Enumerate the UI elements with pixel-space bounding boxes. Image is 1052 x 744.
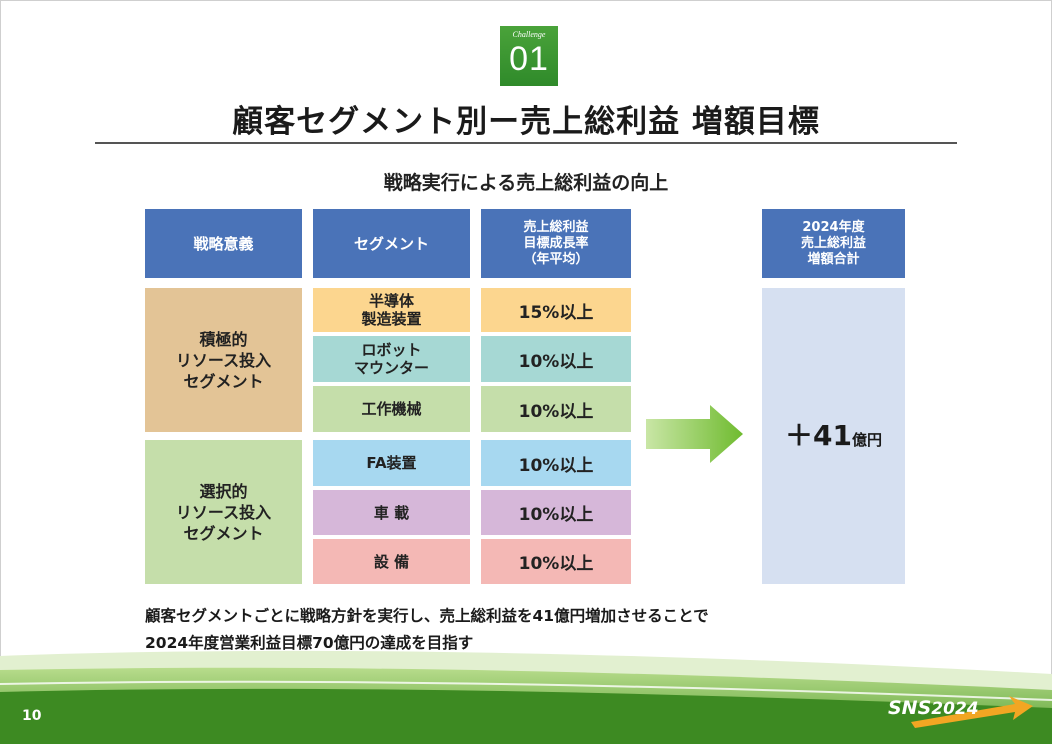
group-selective-investment: 選択的 リソース投入 セグメント <box>145 440 302 584</box>
rate-robot-mounter: 10%以上 <box>481 336 631 382</box>
badge-label: Challenge <box>512 30 546 39</box>
rate-automotive: 10%以上 <box>481 490 631 535</box>
page-title: 顧客セグメント別ー売上総利益 増額目標 <box>232 104 820 140</box>
segment-machine-tools: 工作機械 <box>313 386 470 432</box>
segment-facilities: 設 備 <box>313 539 470 584</box>
logo-arrow-icon <box>911 696 1033 728</box>
segment-fa-equipment: FA装置 <box>313 440 470 486</box>
rate-semiconductor: 15%以上 <box>481 288 631 332</box>
rate-fa-equipment: 10%以上 <box>481 440 631 486</box>
segment-semiconductor: 半導体 製造装置 <box>313 288 470 332</box>
right-arrow-icon <box>646 405 743 463</box>
sns-logo: SNS2024 <box>888 697 979 719</box>
header-strategy: 戦略意義 <box>145 209 302 278</box>
header-growth-rate: 売上総利益 目標成長率 （年平均） <box>481 209 631 278</box>
segment-robot-mounter: ロボット マウンター <box>313 336 470 382</box>
summary-line-2: 2024年度営業利益目標70億円の達成を目指す <box>145 634 474 652</box>
page-subtitle: 戦略実行による売上総利益の向上 <box>383 172 669 194</box>
badge-number: 01 <box>509 40 549 78</box>
total-box <box>762 288 905 584</box>
group-active-investment: 積極的 リソース投入 セグメント <box>145 288 302 432</box>
total-number: ＋41 <box>785 419 852 452</box>
page-number: 10 <box>22 708 42 724</box>
logo-text: SNS <box>888 697 932 719</box>
header-total: 2024年度 売上総利益 増額合計 <box>762 209 905 278</box>
rate-facilities: 10%以上 <box>481 539 631 584</box>
summary-line-1: 顧客セグメントごとに戦略方針を実行し、売上総利益を41億円増加させることで <box>145 607 709 625</box>
rate-machine-tools: 10%以上 <box>481 386 631 432</box>
segment-automotive: 車 載 <box>313 490 470 535</box>
total-unit: 億円 <box>851 431 882 449</box>
challenge-badge: Challenge 01 <box>500 26 558 86</box>
logo-year: 2024 <box>931 699 979 719</box>
header-segment: セグメント <box>313 209 470 278</box>
total-value: ＋41億円 <box>762 414 905 454</box>
title-divider <box>95 142 957 144</box>
footer-wave <box>0 650 1052 744</box>
